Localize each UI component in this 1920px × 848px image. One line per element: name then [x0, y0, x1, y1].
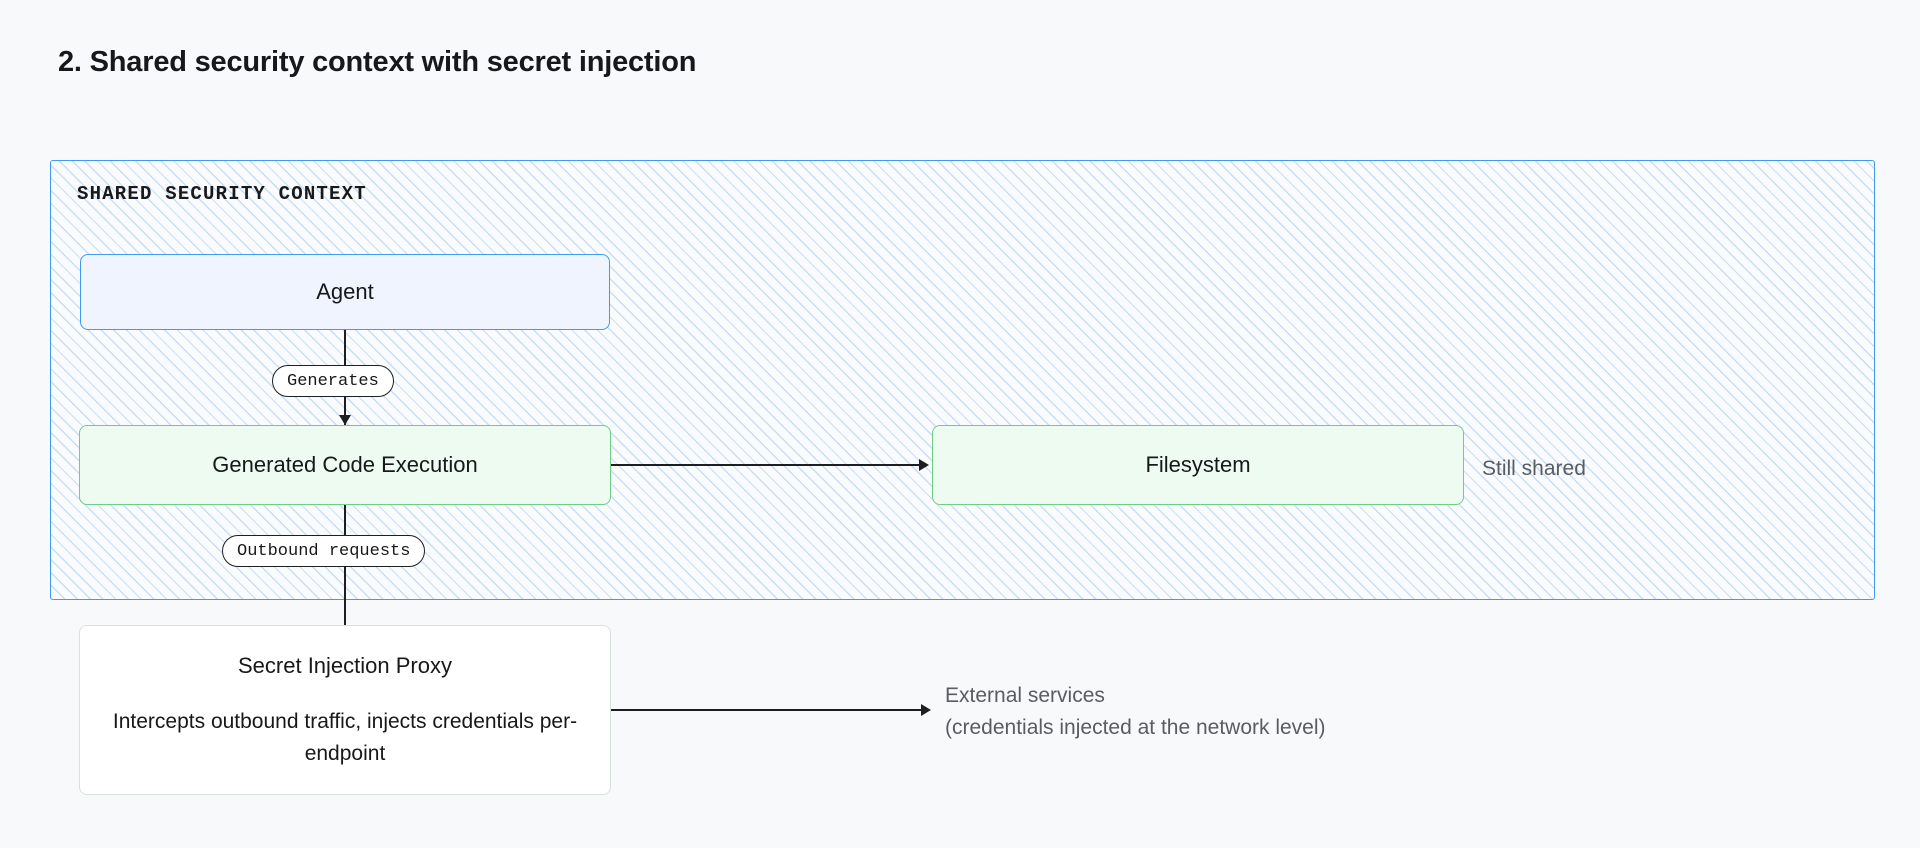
shared-security-context-label: SHARED SECURITY CONTEXT	[77, 183, 367, 205]
arrowhead-right-icon	[921, 704, 931, 716]
arrowhead-down-icon	[339, 415, 351, 425]
edge-label-generates: Generates	[272, 365, 394, 397]
edge-label-outbound-requests: Outbound requests	[222, 535, 426, 567]
node-agent[interactable]: Agent	[80, 254, 610, 330]
arrowhead-right-icon	[919, 459, 929, 471]
node-secret-injection-proxy[interactable]: Secret Injection Proxy Intercepts outbou…	[79, 625, 611, 795]
connector-code-execution-to-filesystem	[611, 464, 919, 466]
connector-proxy-to-external-services	[611, 709, 921, 711]
node-filesystem-label: Filesystem	[1145, 452, 1251, 478]
page-title: 2. Shared security context with secret i…	[58, 46, 697, 78]
node-generated-code-execution-label: Generated Code Execution	[212, 452, 478, 478]
annotation-external-services: External services (credentials injected …	[945, 680, 1326, 744]
node-agent-label: Agent	[316, 279, 374, 305]
node-filesystem[interactable]: Filesystem	[932, 425, 1464, 505]
node-secret-injection-proxy-label: Secret Injection Proxy	[238, 652, 452, 678]
node-generated-code-execution[interactable]: Generated Code Execution	[79, 425, 611, 505]
annotation-external-services-line2: (credentials injected at the network lev…	[945, 715, 1326, 739]
annotation-external-services-line1: External services	[945, 684, 1105, 707]
annotation-still-shared: Still shared	[1482, 457, 1586, 480]
node-secret-injection-proxy-description: Intercepts outbound traffic, injects cre…	[112, 710, 578, 765]
